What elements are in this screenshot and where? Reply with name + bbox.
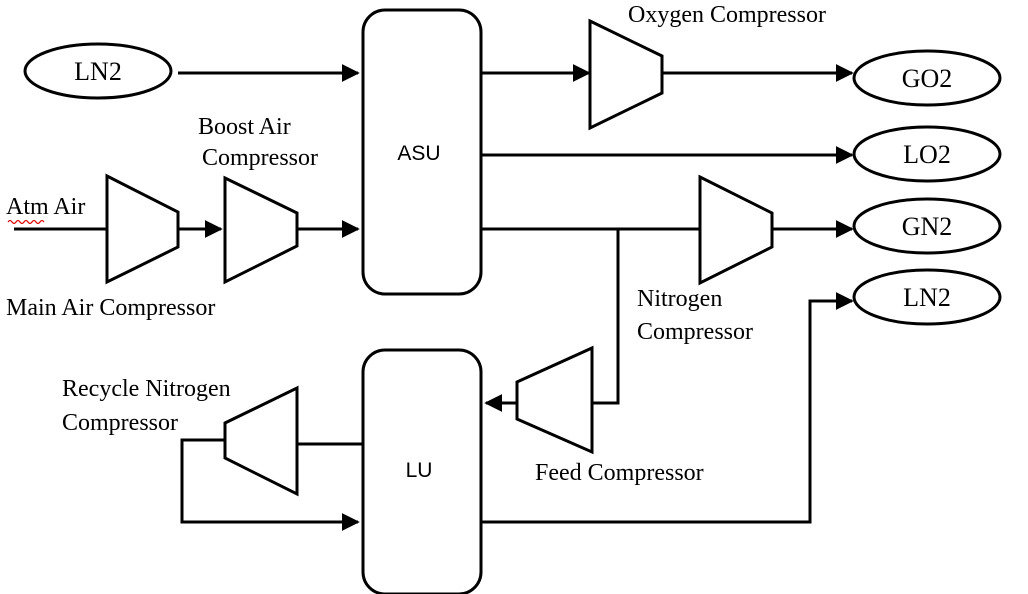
oxygen-compressor <box>588 18 664 131</box>
oxygen-compressor-label: Oxygen Compressor <box>628 2 826 28</box>
nitrogen-compressor-label-line2: Compressor <box>637 319 753 345</box>
gn2-node <box>852 197 1002 255</box>
spellcheck-squiggle <box>7 219 45 225</box>
recycle-nitrogen-label-line2: Compressor <box>62 410 178 436</box>
asu-label: ASU <box>397 142 440 165</box>
lu-to-ln2-arrow <box>481 292 854 524</box>
ln2-output-node <box>852 268 1002 326</box>
lu-block <box>361 348 483 594</box>
boost-air-label-line1: Boost Air <box>198 114 291 140</box>
atm-air-label: Atm Air <box>6 194 85 220</box>
main-air-compressor <box>105 173 180 285</box>
nitrogen-compressor-label-line1: Nitrogen <box>637 286 722 312</box>
lu-label: LU <box>406 459 433 482</box>
nitrogen-compressor <box>698 174 774 286</box>
go2-label: GO2 <box>902 64 953 93</box>
recycle-loop-arrow <box>180 438 360 531</box>
ln2-input-node <box>23 42 173 100</box>
lo2-node <box>852 125 1002 183</box>
gn2-label: GN2 <box>902 212 953 241</box>
go2-node <box>852 49 1002 107</box>
boost-air-compressor <box>223 175 299 285</box>
recycle-nitrogen-compressor <box>223 385 299 497</box>
lo2-label: LO2 <box>903 140 951 169</box>
main-air-compressor-label: Main Air Compressor <box>6 295 215 321</box>
recycle-nitrogen-label-line1: Recycle Nitrogen <box>62 376 231 402</box>
asu-block <box>361 8 483 296</box>
ln2-output-label: LN2 <box>903 283 951 312</box>
boost-air-label-line2: Compressor <box>202 145 318 171</box>
nitrogen-branch-to-feed-line <box>592 229 620 405</box>
feed-compressor-label: Feed Compressor <box>535 460 704 486</box>
feed-compressor <box>515 345 594 455</box>
ln2-input-label: LN2 <box>74 57 122 86</box>
